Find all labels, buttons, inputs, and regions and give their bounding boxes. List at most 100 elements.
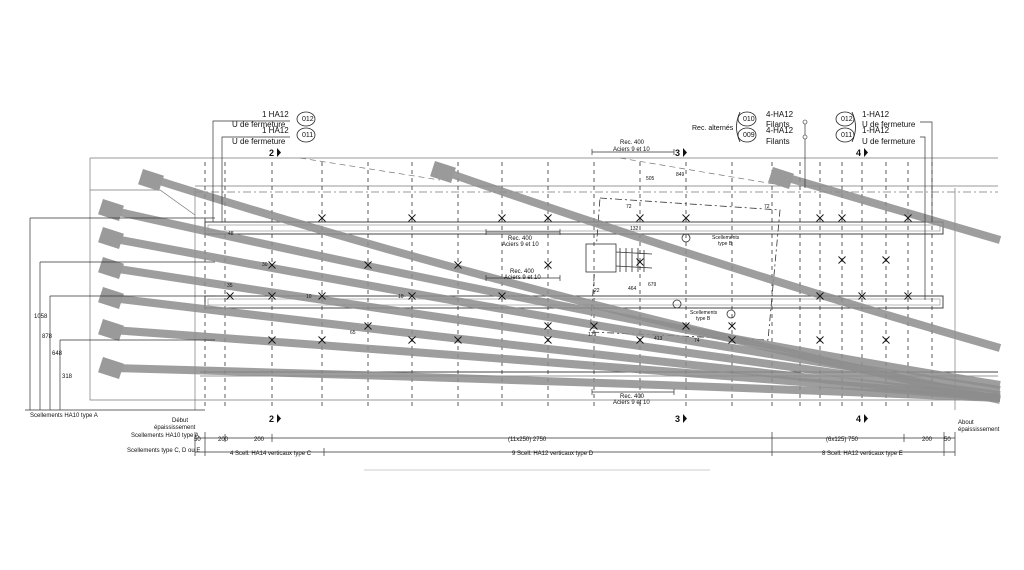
crossing-marker-22 — [816, 292, 824, 300]
crossing-marker-stroke — [268, 336, 276, 344]
crossing-marker-1 — [318, 214, 326, 222]
left-callout-desc-1: U de fermeture — [232, 120, 286, 129]
diagonal-bar-6 — [111, 264, 1001, 399]
note-scel-b-2: type B — [718, 241, 733, 247]
crossing-marker-10 — [268, 261, 276, 269]
small-dimensions: 48 30 35 10 10 65 505 849 72 72 132 464 … — [227, 172, 770, 344]
crossing-marker-5 — [636, 214, 644, 222]
crossing-marker-stroke — [364, 322, 372, 330]
crossing-marker-stroke — [544, 336, 552, 344]
crossing-marker-29 — [728, 322, 736, 330]
crossing-marker-20 — [408, 292, 416, 300]
section-2-bottom: 2 — [269, 414, 274, 424]
outline-lines — [89, 157, 998, 410]
dim-72b: 72 — [764, 204, 770, 210]
right-callout-tag-1: 012 — [841, 116, 853, 123]
crossing-marker-13 — [544, 261, 552, 269]
about-label-1: About — [958, 420, 974, 426]
crossing-marker-18 — [268, 292, 276, 300]
plate — [585, 197, 781, 341]
debut-label-1: Début — [172, 418, 188, 424]
note-rec400-bottom: Rec. 400 — [620, 394, 645, 400]
tag-circles — [296, 111, 855, 143]
mid-callout-desc-1: Filants — [766, 120, 790, 129]
crossing-marker-stroke — [590, 322, 598, 330]
mid-callout-bars-2: 4-HA12 — [766, 126, 794, 135]
dim-648: 648 — [52, 351, 63, 357]
note-rec400-top: Rec. 400 — [620, 140, 645, 146]
note-aciers-a: Aciers 9 et 10 — [502, 242, 539, 248]
crossing-marker-stroke — [904, 214, 912, 222]
crossing-marker-stroke — [858, 292, 866, 300]
crossing-marker-stroke — [682, 322, 690, 330]
span-type-d: 9 Scell. HA12 verticaux type D — [512, 451, 594, 457]
left-scellements-label: Scellements HA10 type A — [30, 413, 98, 419]
bar-end-cap-7 — [98, 286, 124, 310]
crossing-marker-36 — [728, 336, 736, 344]
dim-464: 464 — [628, 286, 637, 292]
section-3-bottom: 3 — [675, 414, 680, 424]
crossing-marker-31 — [318, 336, 326, 344]
crossing-marker-33 — [454, 336, 462, 344]
bar-end-caps — [98, 160, 794, 380]
section-3-top: 3 — [675, 148, 680, 158]
crossing-marker-17 — [226, 292, 234, 300]
bottom-row1-label: Scellements HA10 type A — [131, 433, 199, 439]
bar-end-cap-6 — [98, 256, 124, 280]
crossing-marker-stroke — [882, 336, 890, 344]
crossing-marker-24 — [904, 292, 912, 300]
bar-end-cap-2 — [430, 160, 456, 184]
crossing-marker-stroke — [498, 214, 506, 222]
left-callout-desc-2: U de fermeture — [232, 137, 286, 146]
crossing-marker-stroke — [904, 292, 912, 300]
dim-413: 413 — [654, 336, 663, 342]
crossing-marker-35 — [636, 336, 644, 344]
crossing-marker-stroke — [838, 214, 846, 222]
note-aciers-top: Aciers 9 et 10 — [613, 147, 650, 153]
span-type-e: 8 Scell. HA12 verticaux type E — [822, 451, 903, 457]
crossing-marker-30 — [268, 336, 276, 344]
dim-200-a: 200 — [218, 437, 229, 443]
right-callout-bars-2: 1-HA12 — [862, 126, 890, 135]
crossing-marker-stroke — [682, 214, 690, 222]
crossing-marker-stroke — [838, 256, 846, 264]
callout-leaders — [212, 120, 933, 300]
mid-callout-desc-2: Filants — [766, 137, 790, 146]
diagonal-bar-2 — [438, 166, 1002, 352]
left-callout-tag-2: 011 — [302, 132, 313, 139]
dim-318: 318 — [62, 374, 73, 380]
crossing-marker-stroke — [318, 292, 326, 300]
dim-179: 179 — [588, 332, 597, 338]
crossing-marker-stroke — [318, 214, 326, 222]
crossing-marker-9 — [904, 214, 912, 222]
bar-end-cap-5 — [98, 226, 124, 250]
dim-1058: 1058 — [34, 314, 48, 320]
mid-callout-tag-2: 009 — [743, 132, 755, 139]
bar-end-cap-3 — [768, 166, 794, 190]
crossing-marker-38 — [882, 336, 890, 344]
crossing-marker-stroke — [408, 336, 416, 344]
section-4-bottom: 4 — [856, 414, 861, 424]
bar-end-cap-1 — [138, 168, 164, 192]
dim-132: 132 — [630, 226, 639, 232]
diagonal-bar-8 — [111, 326, 1001, 402]
dim-2750: (11x250) 2750 — [508, 437, 547, 443]
span-type-c: 4 Scell. HA14 verticaux type C — [230, 451, 312, 457]
dim-505: 505 — [646, 176, 655, 182]
bottom-row2-label: Scellements type C, D ou E — [127, 448, 200, 454]
dim-679: 679 — [648, 282, 657, 288]
bar-end-cap-4 — [98, 198, 124, 222]
crossing-markers — [226, 214, 912, 344]
left-callout-bars-2: 1 HA12 — [262, 126, 289, 135]
mid-callout-tag-1: 010 — [743, 116, 755, 123]
right-callout-bars-1: 1-HA12 — [862, 110, 890, 119]
crossing-marker-11 — [364, 261, 372, 269]
crossing-marker-2 — [408, 214, 416, 222]
dim-22: 22 — [594, 288, 600, 294]
diagonal-bars — [109, 166, 1002, 404]
crossing-marker-stroke — [408, 292, 416, 300]
crossing-marker-stroke — [816, 292, 824, 300]
note-scel-b2-1: Scellements — [690, 310, 718, 316]
crossing-marker-7 — [816, 214, 824, 222]
crossing-marker-25 — [364, 322, 372, 330]
